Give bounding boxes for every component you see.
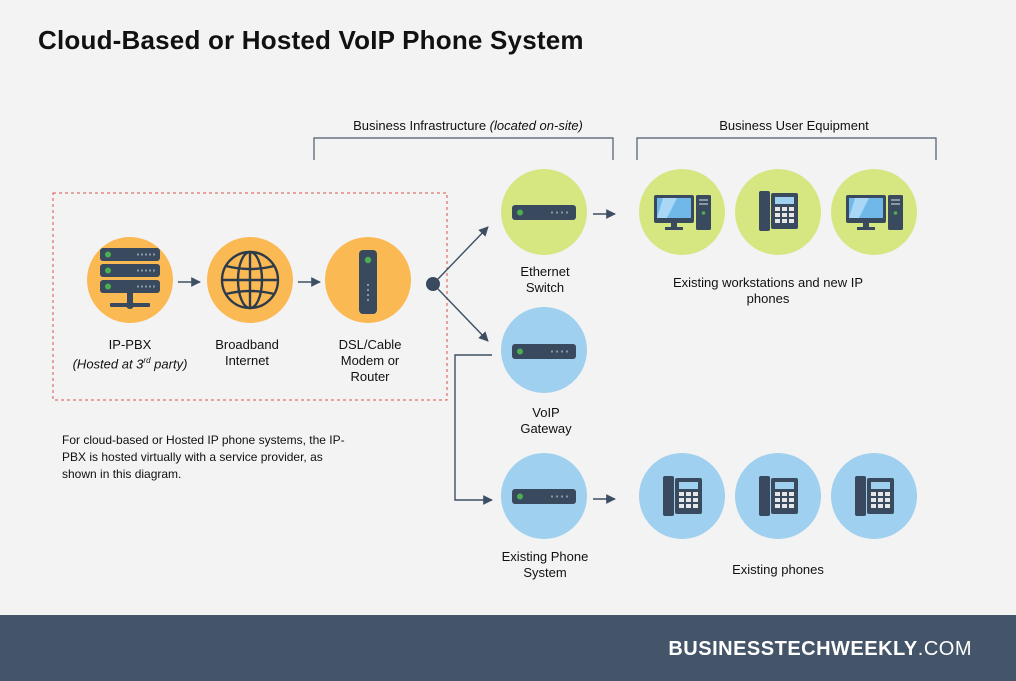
broadband-node bbox=[207, 237, 293, 323]
switch-icon bbox=[512, 205, 576, 220]
page-title: Cloud-Based or Hosted VoIP Phone System bbox=[38, 25, 584, 55]
ip-phone-node bbox=[735, 169, 821, 255]
desk-phone-icon bbox=[759, 191, 798, 231]
modem-label-line2: Modem or bbox=[340, 353, 400, 368]
brand-domain: .COM bbox=[917, 638, 972, 660]
ethernet-switch-label-line1: Ethernet bbox=[520, 264, 570, 279]
workstations-label-line1: Existing workstations and new IP bbox=[672, 275, 864, 290]
arrow-junction-to-gateway bbox=[437, 288, 489, 342]
phone-system-icon bbox=[512, 489, 576, 504]
user-equipment-bracket bbox=[636, 137, 937, 160]
user-equipment-label: Business User Equipment bbox=[719, 118, 869, 133]
ip-pbx-node bbox=[87, 237, 173, 323]
diagram-canvas bbox=[52, 137, 937, 539]
ip-pbx-hosted-prefix: (Hosted at 3 bbox=[72, 356, 144, 372]
existing-phone-node-2 bbox=[735, 453, 821, 539]
server-stack-icon bbox=[100, 248, 160, 309]
existing-phones-label-text: Existing phones bbox=[732, 562, 824, 577]
desktop-computer-icon bbox=[846, 195, 903, 230]
ip-pbx-label: IP-PBX (Hosted at 3rd party) bbox=[73, 337, 188, 372]
infrastructure-label: Business Infrastructure bbox=[353, 118, 487, 133]
globe-icon bbox=[220, 250, 280, 310]
voip-gateway-label-line1: VoIP bbox=[532, 405, 560, 420]
broadband-label-line2: Internet bbox=[224, 353, 270, 368]
ip-pbx-hosted-suffix: party) bbox=[150, 356, 188, 372]
ip-pbx-label-line2: (Hosted at 3rd party) bbox=[73, 353, 188, 372]
footer-bar: BUSINESSTECHWEEKLY.COM bbox=[0, 615, 1016, 681]
voip-gateway-label-line2: Gateway bbox=[520, 421, 572, 436]
ip-pbx-label-line1: IP-PBX bbox=[108, 337, 152, 352]
existing-phones-label: Existing phones bbox=[732, 562, 824, 578]
ethernet-switch-label: Ethernet Switch bbox=[520, 264, 569, 296]
desk-phone-icon bbox=[759, 476, 798, 516]
desk-phone-icon bbox=[855, 476, 894, 516]
junction-dot bbox=[426, 277, 440, 291]
ip-pbx-hosted-sup: rd bbox=[143, 356, 151, 365]
desk-phone-icon bbox=[663, 476, 702, 516]
explanatory-note: For cloud-based or Hosted IP phone syste… bbox=[62, 433, 345, 481]
phone-system-node bbox=[501, 453, 587, 539]
gateway-icon bbox=[512, 344, 576, 359]
arrow-gateway-to-phone-system bbox=[454, 354, 493, 505]
hosted-group-box bbox=[52, 192, 448, 401]
ethernet-switch-node bbox=[501, 169, 587, 255]
desktop-computer-icon bbox=[654, 195, 711, 230]
phone-system-label: Existing Phone System bbox=[502, 549, 589, 581]
brand-wordmark: BUSINESSTECHWEEKLY.COM bbox=[668, 638, 972, 661]
modem-label-line3: Router bbox=[350, 369, 390, 384]
router-icon bbox=[359, 250, 377, 314]
infrastructure-sublabel: (located on-site) bbox=[489, 118, 583, 133]
workstations-label: Existing workstations and new IP phones bbox=[673, 275, 863, 307]
modem-node bbox=[325, 237, 411, 323]
user-equipment-bracket-label: Business User Equipment bbox=[719, 118, 869, 133]
phone-system-label-line1: Existing Phone bbox=[501, 549, 589, 564]
ethernet-switch-label-line2: Switch bbox=[525, 280, 565, 295]
infrastructure-bracket bbox=[313, 137, 614, 160]
workstation-node-1 bbox=[639, 169, 725, 255]
infrastructure-bracket-label: Business Infrastructure (located on-site… bbox=[353, 118, 583, 133]
broadband-label-line1: Broadband bbox=[215, 337, 279, 352]
voip-gateway-label: VoIP Gateway bbox=[520, 405, 571, 437]
existing-phone-node-1 bbox=[639, 453, 725, 539]
broadband-label: Broadband Internet bbox=[215, 337, 279, 369]
phone-system-label-line2: System bbox=[523, 565, 567, 580]
workstation-node-2 bbox=[831, 169, 917, 255]
modem-label: DSL/Cable Modem or Router bbox=[339, 337, 402, 385]
voip-gateway-node bbox=[501, 307, 587, 393]
brand-name: BUSINESSTECHWEEKLY bbox=[668, 638, 918, 660]
modem-label-line1: DSL/Cable bbox=[338, 337, 402, 352]
workstations-label-line2: phones bbox=[746, 291, 790, 306]
existing-phone-node-3 bbox=[831, 453, 917, 539]
arrow-junction-to-switch bbox=[437, 226, 489, 280]
